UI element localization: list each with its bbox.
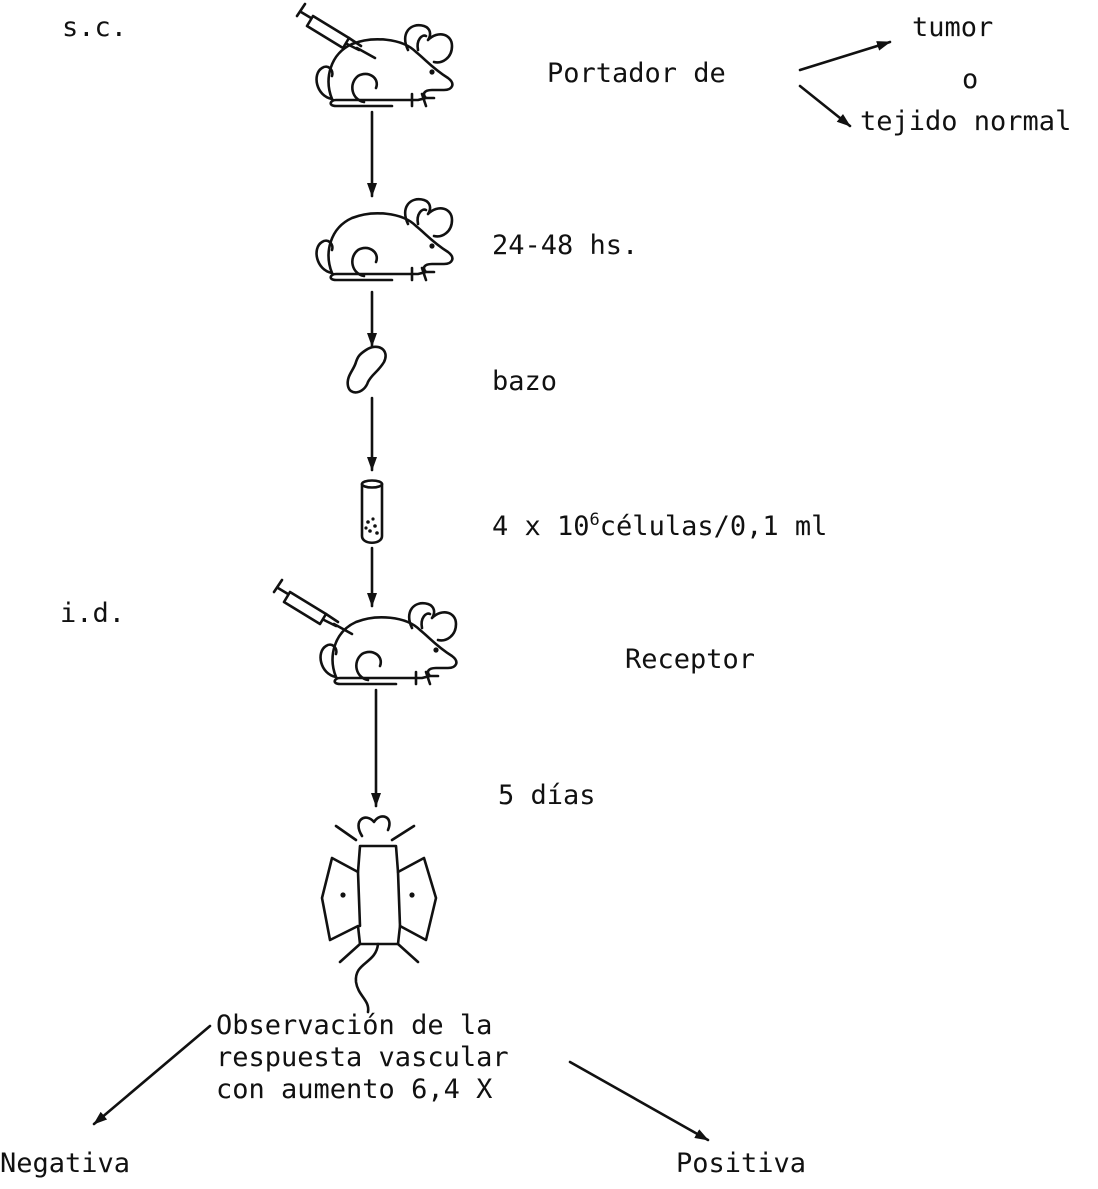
normal-tissue-option-label: tejido normal [860, 106, 1071, 138]
spleen-icon [348, 347, 386, 393]
days-label: 5 días [498, 780, 596, 812]
cell-dose-exponent: 6 [590, 510, 600, 530]
cell-dose-suffix: células/0,1 ml [600, 511, 828, 542]
donor-label: Portador de [547, 58, 726, 90]
negative-result-label: Negativa [0, 1148, 130, 1180]
observation-label: Observación de la respuesta vascular con… [216, 1010, 509, 1106]
or-label: o [962, 64, 978, 96]
recipient-label: Receptor [625, 644, 755, 676]
time-interval-label: 24-48 hs. [492, 230, 638, 262]
mouse-icon [321, 603, 457, 684]
pinned-mouse-icon [322, 816, 436, 1012]
syringe-icon [274, 580, 352, 634]
tumor-option-label: tumor [912, 12, 993, 44]
branch-arrow [800, 86, 850, 126]
cell-dose-prefix: 4 x 10 [492, 511, 590, 542]
syringe-icon [297, 4, 375, 58]
cell-tube-icon [362, 481, 382, 543]
branch-arrow [800, 42, 890, 70]
route-id-label: i.d. [60, 598, 125, 630]
positive-result-label: Positiva [676, 1148, 806, 1180]
mouse-icon [317, 199, 453, 280]
negative-arrow [94, 1026, 210, 1124]
cell-dose-label: 4 x 106células/0,1 ml [492, 504, 827, 543]
route-sc-label: s.c. [62, 12, 127, 44]
mouse-icon [317, 25, 453, 106]
positive-arrow [570, 1062, 708, 1140]
spleen-label: bazo [492, 366, 557, 398]
